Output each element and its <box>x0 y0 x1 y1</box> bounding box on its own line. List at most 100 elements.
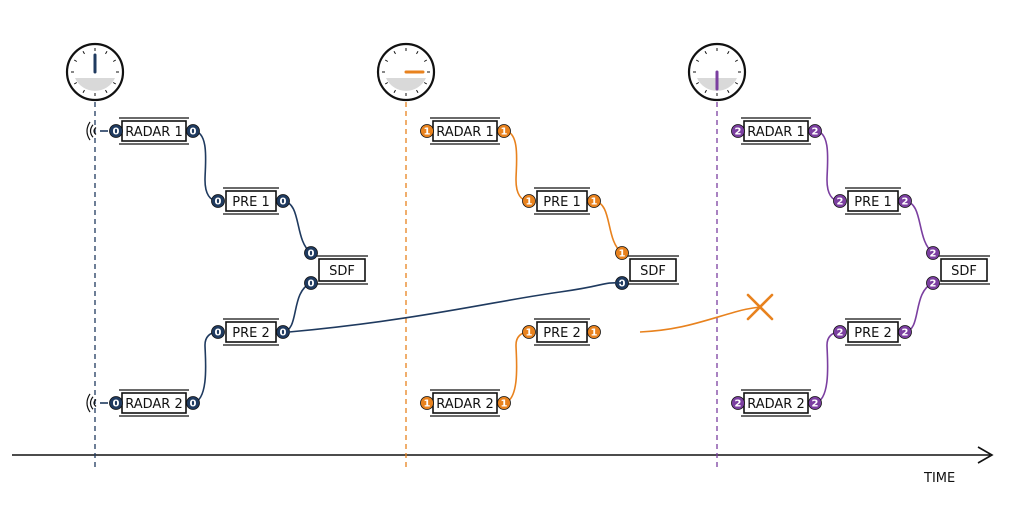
token-radar2-in-text: 1 <box>424 399 431 410</box>
token-sdf-in2-text: 2 <box>930 279 937 290</box>
pre1-box <box>225 190 277 212</box>
pre2-label: PRE 2 <box>854 326 892 341</box>
clock-icon-tick <box>73 82 78 85</box>
token-pre1-out-text: 1 <box>591 197 598 208</box>
token-sdf-in2 <box>304 276 318 290</box>
token-sdf-in2-text: 0 <box>619 279 626 290</box>
cross-frame-wires <box>288 282 774 333</box>
signal-icon-wave <box>89 124 94 138</box>
token-pre1-in-text: 1 <box>526 197 533 208</box>
signal-icon-wave <box>86 393 91 413</box>
token-radar2-in-text: 2 <box>735 399 742 410</box>
token-pre1-out-text: 0 <box>280 197 287 208</box>
wire-pre1-sdf <box>282 200 312 254</box>
token-radar2-out-text: 2 <box>812 399 819 410</box>
wire-pre2-dropped <box>639 306 761 333</box>
clock-icon-tick <box>695 82 700 85</box>
wire-radar2-pre2 <box>192 331 219 404</box>
wire-pre2-to-next-sdf <box>288 282 623 333</box>
pre1-label: PRE 1 <box>232 195 270 210</box>
time-axis-arrowhead <box>977 446 994 464</box>
clock-icon-tick <box>727 50 730 55</box>
clock-icon-tick <box>416 89 419 94</box>
clock-icon-tick <box>727 89 730 94</box>
sdf-box <box>629 258 677 282</box>
token-radar2-out <box>186 396 200 410</box>
wire-radar1-pre1 <box>503 130 530 202</box>
token-radar2-in <box>109 396 123 410</box>
clock-icon-tick <box>416 50 419 55</box>
clock-icon-tick <box>734 59 739 62</box>
token-pre2-out <box>587 325 601 339</box>
sdf-label: SDF <box>329 264 355 279</box>
wire-radar2-pre2 <box>503 331 530 404</box>
clock-icon-tick <box>393 89 396 94</box>
token-pre1-out <box>587 194 601 208</box>
token-sdf-in1-text: 1 <box>619 249 626 260</box>
token-pre2-in-text: 2 <box>837 328 844 339</box>
pre2-label: PRE 2 <box>543 326 581 341</box>
wire-pre1-sdf <box>904 200 934 254</box>
pre2-box <box>847 321 899 343</box>
clock-icon-tick <box>112 59 117 62</box>
token-pre2-in <box>522 325 536 339</box>
clock-icon-tick <box>384 59 389 62</box>
radar1-label: RADAR 1 <box>436 125 494 140</box>
token-radar2-out <box>808 396 822 410</box>
token-radar1-in <box>731 124 745 138</box>
clock-icon-tick <box>423 59 428 62</box>
token-radar1-out <box>808 124 822 138</box>
radar2-label: RADAR 2 <box>125 397 183 412</box>
token-pre2-in <box>211 325 225 339</box>
token-pre2-in-text: 1 <box>526 328 533 339</box>
token-radar2-out-text: 0 <box>190 399 197 410</box>
token-pre1-in-text: 0 <box>215 197 222 208</box>
pre1-label: PRE 1 <box>854 195 892 210</box>
clock-icon-tick <box>112 82 117 85</box>
wire-pre1-sdf <box>593 200 623 254</box>
token-pre1-out-text: 2 <box>902 197 909 208</box>
token-radar1-in-text: 1 <box>424 127 431 138</box>
clock-icon-tick <box>82 50 85 55</box>
token-radar1-in <box>420 124 434 138</box>
token-sdf-in2 <box>926 276 940 290</box>
pre1-label: PRE 1 <box>543 195 581 210</box>
signal-icon-wave <box>93 127 97 135</box>
token-pre2-out-text: 0 <box>280 328 287 339</box>
token-pre1-out <box>276 194 290 208</box>
signal-icon-wave <box>86 121 91 141</box>
radar2-label: RADAR 2 <box>436 397 494 412</box>
clock-icon-tick <box>105 50 108 55</box>
clock-icon-tick <box>695 59 700 62</box>
token-pre1-in <box>211 194 225 208</box>
wire-radar1-pre1 <box>814 130 841 202</box>
token-pre2-out-text: 1 <box>591 328 598 339</box>
clock-icon-tick <box>393 50 396 55</box>
sdf-label: SDF <box>640 264 666 279</box>
wire-pre2-sdf <box>904 282 934 333</box>
token-radar1-out <box>186 124 200 138</box>
wire-radar1-pre1 <box>192 130 219 202</box>
pre2-label: PRE 2 <box>232 326 270 341</box>
clock-icon-tick <box>105 89 108 94</box>
token-sdf-in1 <box>926 246 940 260</box>
clock-icon-tick <box>82 89 85 94</box>
token-radar1-out-text: 0 <box>190 127 197 138</box>
token-radar1-out <box>497 124 511 138</box>
token-radar1-in <box>109 124 123 138</box>
token-radar2-out-text: 1 <box>501 399 508 410</box>
sdf-label: SDF <box>951 264 977 279</box>
clock-icon-tick <box>384 82 389 85</box>
sdf-box <box>318 258 366 282</box>
wire-pre2-sdf <box>282 282 312 333</box>
pre1-box <box>536 190 588 212</box>
signal-icon-wave <box>93 399 97 407</box>
token-sdf-in1-text: 2 <box>930 249 937 260</box>
token-sdf-in1 <box>304 246 318 260</box>
token-pre2-out-text: 2 <box>902 328 909 339</box>
pre2-box <box>225 321 277 343</box>
